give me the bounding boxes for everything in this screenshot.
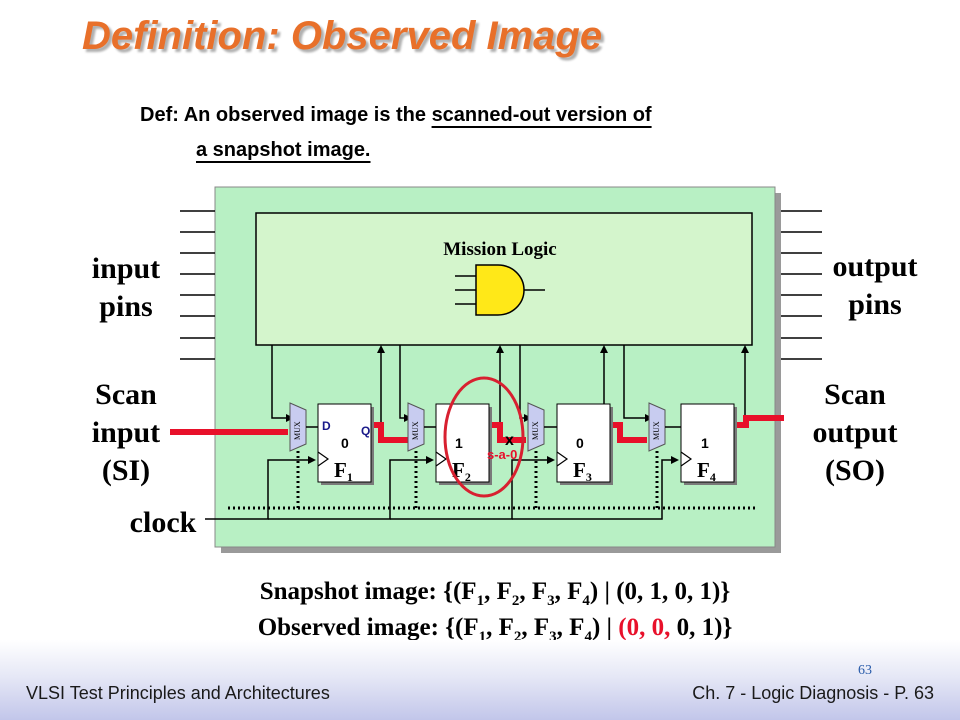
fault-circle-highlight <box>443 376 525 498</box>
input-pins-line-2: pins <box>99 290 153 323</box>
snapshot-sub-2: 2 <box>511 593 520 609</box>
definition-prefix: Def: An observed image is the <box>140 104 432 126</box>
observed-sep-2: , F <box>521 614 550 641</box>
definition-line-1: Def: An observed image is the scanned-ou… <box>140 104 652 127</box>
observed-prefix: Observed image: {(F <box>257 614 479 641</box>
observed-red-values: (0, 0, <box>618 614 671 641</box>
slide-title: Definition: Observed Image <box>82 14 603 58</box>
input-pins-label: input pins <box>66 250 186 326</box>
ff2-value: 1 <box>455 435 463 451</box>
scan-output-line-2: output <box>812 416 898 449</box>
mux-1 <box>289 402 307 452</box>
snapshot-sub-4: 4 <box>582 593 590 609</box>
scan-chain-path <box>170 415 784 443</box>
and-gate-icon <box>455 264 545 316</box>
ff1-d-pin: D <box>322 419 331 433</box>
scan-input-line-3: (SI) <box>101 454 151 487</box>
snapshot-sub-1: 1 <box>476 593 485 609</box>
mux-labels: MUX MUX MUX MUX <box>293 421 661 440</box>
fault-x-mark: x <box>505 432 514 449</box>
scan-output-line-3: (SO) <box>825 454 885 487</box>
flip-flop-4: 1 F4 <box>680 403 737 485</box>
footer-chapter-page: Ch. 7 - Logic Diagnosis - P. 63 <box>692 683 934 703</box>
clock-label: clock <box>129 506 197 539</box>
input-pins-line-1: input <box>91 252 161 285</box>
mux-4 <box>648 402 666 452</box>
ff3-name: F3 <box>573 458 592 484</box>
definition-underlined-1: scanned-out version of <box>431 104 652 126</box>
ff1-name: F1 <box>334 458 353 484</box>
output-pins-line-2: pins <box>848 288 902 321</box>
footer-band <box>0 640 960 720</box>
observed-sub-1: 1 <box>478 629 487 645</box>
scan-input-line-1: Scan <box>95 378 157 411</box>
observed-sep-3: , F <box>556 614 585 641</box>
observed-sub-4: 4 <box>584 629 592 645</box>
ff4-name: F4 <box>697 458 716 484</box>
mux-label-3: MUX <box>531 421 540 440</box>
observed-sep-1: , F <box>486 614 514 641</box>
mux-label-2: MUX <box>411 421 420 440</box>
scan-output-line-1: Scan <box>824 378 886 411</box>
definition-line-2: a snapshot image. <box>196 139 371 162</box>
snapshot-sep-1: , F <box>484 578 512 605</box>
definition-underlined-2: a snapshot image. <box>196 139 371 161</box>
scan-output-label: Scan output (SO) <box>790 376 920 490</box>
snapshot-image-line: Snapshot image: {(F1, F2, F3, F4) | (0, … <box>0 578 960 610</box>
scan-input-label: Scan input (SI) <box>66 376 186 490</box>
mission-logic-label: Mission Logic <box>443 239 556 260</box>
scan-enable-dotted-lines <box>228 451 758 510</box>
ff1-q-pin: Q <box>361 424 370 438</box>
output-pin-lines <box>781 210 822 360</box>
snapshot-sep-3: , F <box>554 578 583 605</box>
clock-lines <box>205 456 679 520</box>
observed-sub-2: 2 <box>513 629 522 645</box>
flip-flop-3: 0 F3 <box>556 403 613 485</box>
input-pin-lines <box>180 210 215 360</box>
snapshot-sep-2: , F <box>519 578 548 605</box>
snapshot-suffix: ) | (0, 1, 0, 1)} <box>589 578 731 605</box>
observed-image-line: Observed image: {(F1, F2, F3, F4) | (0, … <box>0 614 960 646</box>
mux-3 <box>527 402 545 452</box>
snapshot-prefix: Snapshot image: {(F <box>259 578 477 605</box>
output-pins-line-1: output <box>832 250 918 283</box>
output-pins-label: output pins <box>810 248 940 324</box>
scan-input-line-2: input <box>91 416 161 449</box>
mux-shapes <box>289 402 666 452</box>
observed-end: 0, 1)} <box>670 614 733 641</box>
ff4-value: 1 <box>701 435 709 451</box>
flip-flop-1: D Q 0 F1 <box>317 403 374 485</box>
ff3-value: 0 <box>576 435 584 451</box>
observed-mid: ) | <box>591 614 619 641</box>
mux-label-4: MUX <box>652 421 661 440</box>
mux-2 <box>407 402 425 452</box>
page-number: 63 <box>858 663 872 678</box>
fault-stuck-at-label: s-a-0 <box>487 447 517 462</box>
footer-course-title: VLSI Test Principles and Architectures <box>26 683 330 703</box>
scan-circuit-diagram: Mission Logic MUX MUX MUX MUX <box>170 186 822 553</box>
observed-sub-3: 3 <box>549 629 557 645</box>
ff1-value: 0 <box>341 435 349 451</box>
mux-label-1: MUX <box>293 421 302 440</box>
snapshot-sub-3: 3 <box>547 593 555 609</box>
